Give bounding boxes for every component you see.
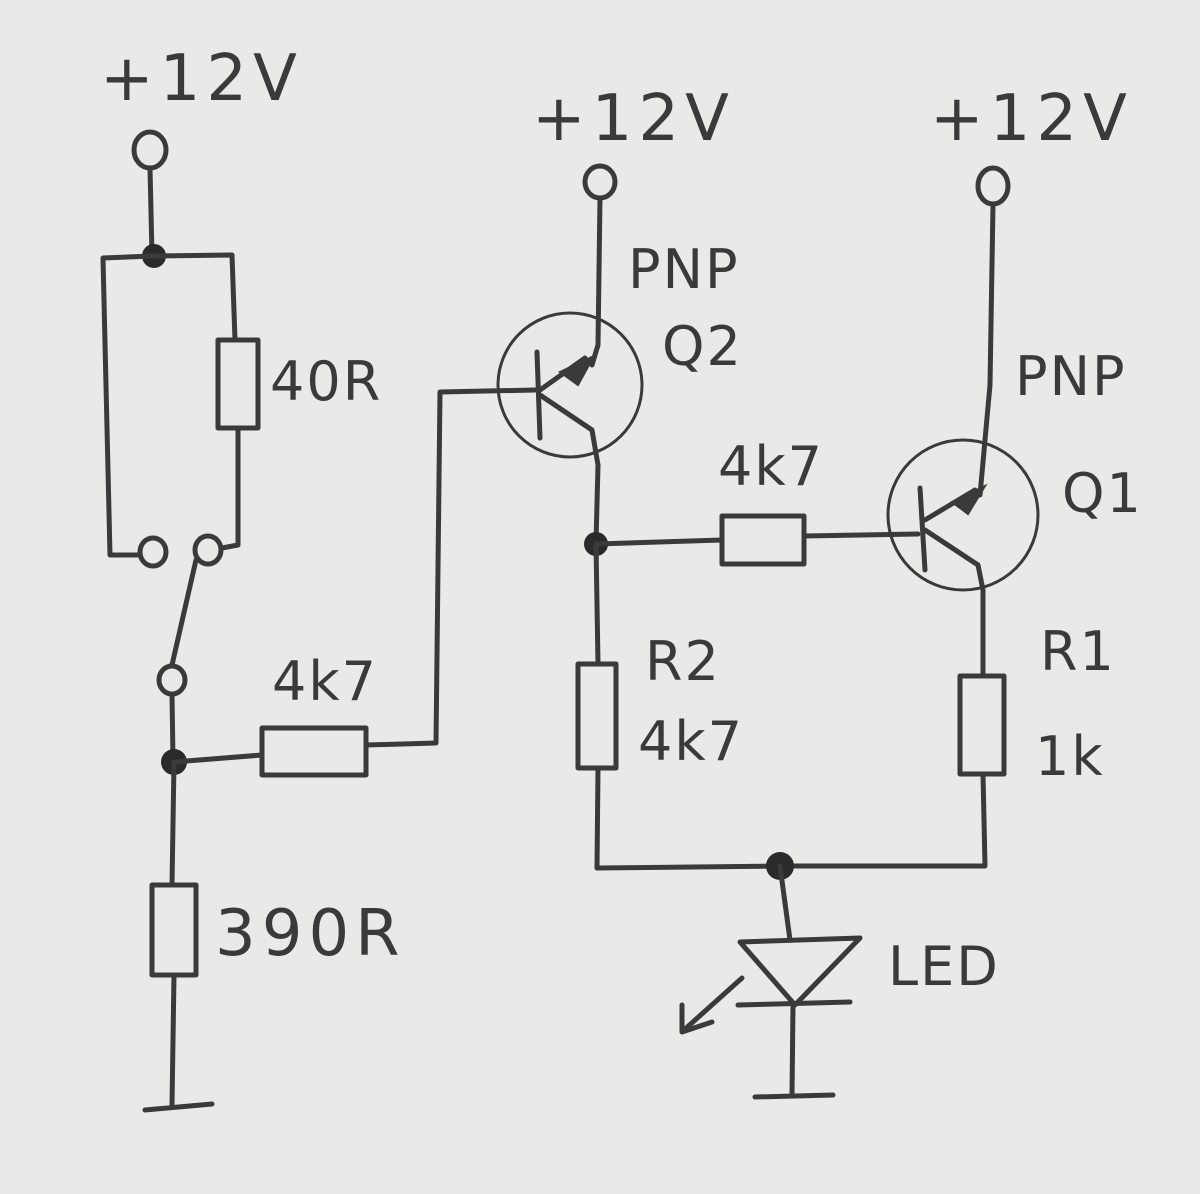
q1-emitter-arrow-icon xyxy=(950,483,988,516)
led-light-arrow xyxy=(681,975,745,1033)
label-r-40: 40R xyxy=(270,350,382,413)
wire-to-r-in xyxy=(171,752,265,765)
wire-r2-bottom xyxy=(594,765,785,871)
label-led: LED xyxy=(888,935,1000,998)
ground-led xyxy=(752,1092,836,1100)
resistor-r2 xyxy=(575,661,619,771)
wire-to-q1-base xyxy=(801,531,921,539)
resistor-40r xyxy=(215,337,261,431)
label-q2-name: Q2 xyxy=(662,315,743,378)
led-diode-icon xyxy=(737,935,863,1008)
q1-collector xyxy=(922,527,986,593)
label-r1-name: R1 xyxy=(1040,620,1116,683)
wire-to-q2-base xyxy=(363,387,538,748)
label-q2-type: PNP xyxy=(628,238,740,301)
label-r2-name: R2 xyxy=(645,630,721,693)
wire-40r-top xyxy=(151,252,238,343)
wire-left-supply xyxy=(147,165,155,258)
wire-q2-down xyxy=(593,541,601,667)
wire-to-r-mid xyxy=(593,537,725,547)
supply-terminal-q1 xyxy=(975,165,1011,207)
label-r-390: 390R xyxy=(215,897,406,971)
resistor-r1 xyxy=(957,673,1007,777)
supply-terminal-q2 xyxy=(582,163,618,201)
wire-q2-supply xyxy=(589,195,603,368)
wire-q2-collector xyxy=(593,462,601,545)
label-r1-value: 1k xyxy=(1035,725,1105,788)
label-supply-q2: +12V xyxy=(532,82,735,156)
ground-left xyxy=(142,1101,215,1113)
label-r-mid: 4k7 xyxy=(718,435,824,498)
label-supply-left: +12V xyxy=(100,42,303,116)
wire-left-loop xyxy=(100,253,157,558)
label-r2-value: 4k7 xyxy=(638,710,744,773)
wire-q1-supply xyxy=(977,201,996,498)
switch-lever xyxy=(169,557,199,668)
switch-contact-b xyxy=(192,533,224,567)
label-supply-q1: +12V xyxy=(930,82,1133,156)
wire-left-down xyxy=(169,759,177,888)
wire-led-ground xyxy=(789,1002,796,1098)
label-q1-name: Q1 xyxy=(1062,462,1143,525)
label-r-in: 4k7 xyxy=(272,650,378,713)
wire-to-ground-left xyxy=(169,972,177,1108)
transistor-q1-circle xyxy=(886,438,1040,592)
q1-base-bar xyxy=(917,485,928,573)
label-q1-type: PNP xyxy=(1015,345,1127,408)
switch-contact-c xyxy=(156,663,188,697)
resistor-mid-4k7 xyxy=(719,513,807,567)
wire-switch-down xyxy=(169,691,176,763)
resistor-390r xyxy=(149,882,199,978)
q2-emitter-arrow-icon xyxy=(558,353,597,387)
wire-to-led xyxy=(777,863,793,943)
switch-contact-a xyxy=(137,535,169,569)
q2-collector xyxy=(537,392,601,468)
supply-terminal-left xyxy=(131,129,169,171)
led-light-arrow-head-icon xyxy=(679,1002,715,1035)
wire-r1-bottom xyxy=(779,771,988,869)
wire-40r-bottom xyxy=(219,425,241,551)
transistor-q2-circle xyxy=(496,311,644,459)
resistor-in-4k7 xyxy=(259,725,369,778)
